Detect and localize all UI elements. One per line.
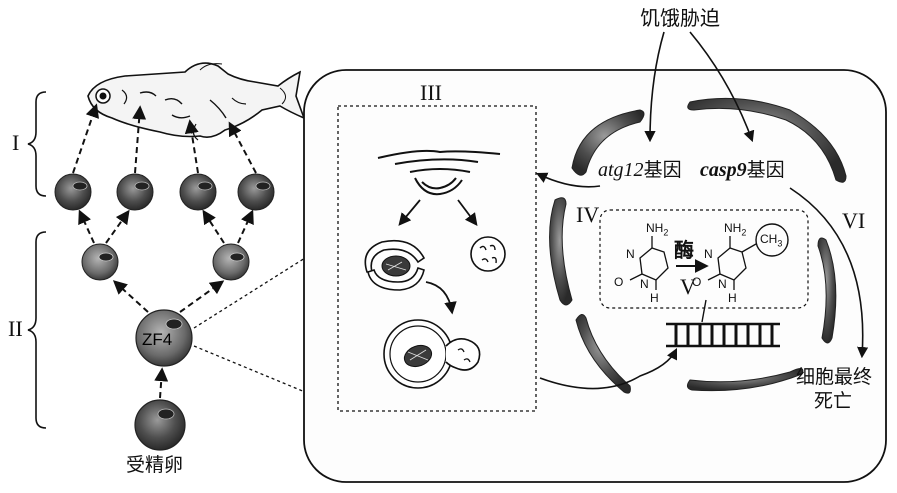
lysosome xyxy=(470,236,506,272)
cell-zf4 xyxy=(135,309,193,367)
casp9-gene-suffix: 基因 xyxy=(746,159,785,181)
stage-label-vi: VI xyxy=(842,208,866,233)
cell-top-4 xyxy=(237,173,275,211)
stress-to-atg12 xyxy=(644,31,665,143)
cell-death-label-line1: 细胞最终 xyxy=(796,366,873,388)
membrane-source xyxy=(377,149,501,196)
oxygen-right: O xyxy=(692,275,702,289)
cell-middle-2 xyxy=(212,243,250,281)
stage-label-iv: IV xyxy=(576,202,600,227)
cell-panel xyxy=(303,69,887,483)
nitrogen-top-left: N xyxy=(626,247,635,261)
autophagy-to-dna xyxy=(539,347,678,390)
casp9-gene-label: casp9基因 xyxy=(700,160,785,180)
methyl-circle xyxy=(755,223,789,257)
atg12-gene-name: atg12 xyxy=(598,159,644,181)
cell-middle-1 xyxy=(81,243,119,281)
casp9-to-death xyxy=(789,187,869,359)
cell-top-1 xyxy=(54,173,92,211)
stage-label-v: V xyxy=(680,274,696,299)
phagophore xyxy=(364,239,426,291)
cell-fertilized-egg xyxy=(134,399,186,451)
arrow-to-phagophore xyxy=(398,199,421,226)
nitrogen-bottom-right: N xyxy=(718,277,727,291)
mitochondria xyxy=(549,97,847,394)
atg12-gene-suffix: 基因 xyxy=(643,159,682,181)
methyl-group: CH3 xyxy=(760,232,783,249)
amino-group-left: NH2 xyxy=(646,221,669,238)
dna-double-helix xyxy=(666,299,780,348)
arrow-to-fusion xyxy=(425,281,457,315)
autolysosome xyxy=(383,319,481,389)
hydrogen-right: H xyxy=(728,291,737,305)
amino-group-right: NH2 xyxy=(724,221,747,238)
cytosine-ring xyxy=(629,236,669,290)
zoom-line-bottom xyxy=(193,345,306,393)
autophagy-box xyxy=(337,105,537,412)
starvation-stress-label: 饥饿胁迫 xyxy=(640,6,720,30)
atg12-to-autophagy xyxy=(535,172,601,188)
casp9-gene-name: casp9 xyxy=(700,159,747,181)
bracket-i xyxy=(27,91,47,197)
stage-label-i: I xyxy=(12,130,20,155)
nitrogen-top-right: N xyxy=(704,247,713,261)
stress-to-casp9 xyxy=(689,31,755,143)
cell-death-label-line2: 死亡 xyxy=(814,390,853,412)
oxygen-left: O xyxy=(614,275,624,289)
nitrogen-bottom-left: N xyxy=(640,277,649,291)
zebrafish xyxy=(87,62,306,141)
arrow-to-vesicle xyxy=(457,199,478,227)
cell-top-3 xyxy=(179,173,217,211)
bracket-ii xyxy=(27,231,47,429)
lineage-arrows xyxy=(72,103,257,399)
stage-label-ii: II xyxy=(8,316,23,341)
cell-top-2 xyxy=(116,173,154,211)
zoom-line-top xyxy=(193,257,306,329)
enzyme-label: 酶 xyxy=(674,238,694,262)
stage-label-iii: III xyxy=(420,80,442,105)
hydrogen-left: H xyxy=(650,291,659,305)
fertilized-egg-label: 受精卵 xyxy=(126,454,184,476)
zf4-label: ZF4 xyxy=(142,330,173,349)
methylcytosine-ring xyxy=(707,236,757,290)
lineage-cells xyxy=(54,173,275,451)
atg12-gene-label: atg12基因 xyxy=(598,160,682,180)
